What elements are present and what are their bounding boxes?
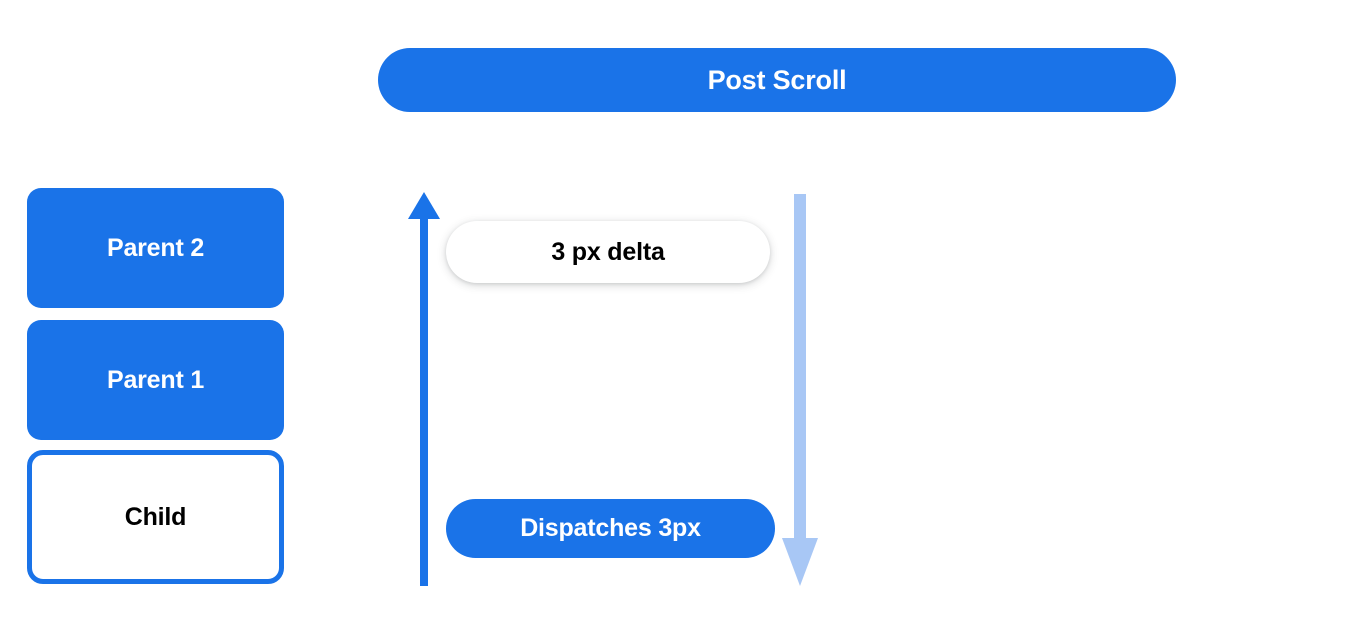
dispatch-pill-label: Dispatches 3px [520, 514, 701, 542]
node-parent-1-label: Parent 1 [106, 365, 205, 394]
delta-pill-label: 3 px delta [551, 237, 665, 266]
dispatch-pill: Dispatches 3px [446, 499, 775, 558]
node-stack: Parent 2 Parent 1 Child [27, 188, 284, 584]
delta-pill: 3 px delta [446, 221, 770, 283]
node-parent-2: Parent 2 [27, 188, 284, 308]
post-scroll-header: Post Scroll [378, 48, 1176, 112]
node-parent-1: Parent 1 [27, 320, 284, 440]
arrow-down-icon [782, 194, 818, 586]
node-parent-2-label: Parent 2 [106, 233, 205, 262]
page-title: Post Scroll [707, 64, 847, 95]
node-child: Child [27, 450, 284, 584]
node-child-label: Child [124, 502, 187, 531]
arrow-up-icon [408, 192, 440, 586]
